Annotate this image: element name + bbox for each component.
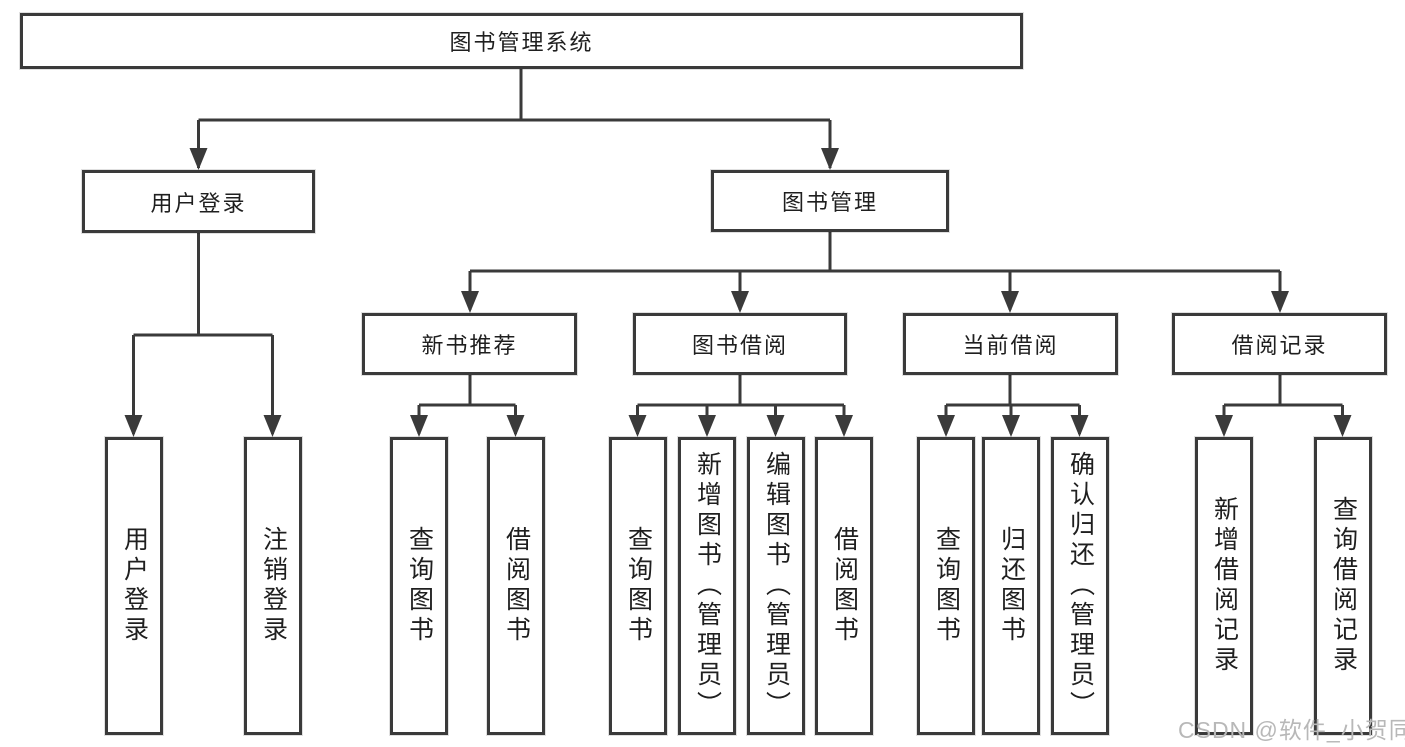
leaf-bb-add-books-admin: 新增图书（管理员） xyxy=(678,437,736,735)
leaf-nbr-borrow-books: 借阅图书 xyxy=(487,437,545,735)
node-root-library-system: 图书管理系统 xyxy=(20,13,1023,69)
leaf-br-add-borrow-record: 新增借阅记录 xyxy=(1195,437,1253,735)
node-book-borrowing: 图书借阅 xyxy=(633,313,847,375)
node-label: 图书管理系统 xyxy=(449,30,594,55)
watermark: CSDN @软件_小贺同学 xyxy=(1178,717,1405,743)
node-label: 归还图书 xyxy=(997,526,1026,646)
node-label: 借阅记录 xyxy=(1231,333,1328,358)
node-label: 用户登录 xyxy=(120,526,149,646)
node-label: 查询图书 xyxy=(932,526,961,646)
node-book-management: 图书管理 xyxy=(711,170,949,232)
leaf-nbr-query-books: 查询图书 xyxy=(390,437,448,735)
node-label: 新书推荐 xyxy=(421,333,518,358)
leaf-br-query-borrow-record: 查询借阅记录 xyxy=(1314,437,1372,735)
node-user-login: 用户登录 xyxy=(82,170,315,233)
node-borrowing-records: 借阅记录 xyxy=(1172,313,1387,375)
node-current-borrowing: 当前借阅 xyxy=(903,313,1118,375)
node-label: 查询借阅记录 xyxy=(1329,496,1358,676)
node-label: 注销登录 xyxy=(259,526,288,646)
leaf-cb-return-books: 归还图书 xyxy=(982,437,1040,735)
node-label: 编辑图书（管理员） xyxy=(762,451,791,721)
node-label: 新增图书（管理员） xyxy=(693,451,722,721)
node-label: 图书借阅 xyxy=(691,333,788,358)
node-label: 借阅图书 xyxy=(830,526,859,646)
node-new-book-recommendation: 新书推荐 xyxy=(362,313,577,375)
leaf-logout-login: 注销登录 xyxy=(244,437,302,735)
leaf-bb-query-books: 查询图书 xyxy=(609,437,667,735)
node-label: 当前借阅 xyxy=(962,333,1059,358)
node-label: 图书管理 xyxy=(781,190,878,215)
node-label: 查询图书 xyxy=(405,526,434,646)
node-label: 确认归还（管理员） xyxy=(1066,451,1095,721)
node-label: 查询图书 xyxy=(624,526,653,646)
node-label: 新增借阅记录 xyxy=(1210,496,1239,676)
leaf-bb-edit-books-admin: 编辑图书（管理员） xyxy=(747,437,805,735)
leaf-cb-confirm-return-admin: 确认归还（管理员） xyxy=(1051,437,1109,735)
leaf-bb-borrow-books: 借阅图书 xyxy=(815,437,873,735)
leaf-cb-query-books: 查询图书 xyxy=(917,437,975,735)
node-label: 用户登录 xyxy=(150,190,247,216)
leaf-user-login: 用户登录 xyxy=(105,437,163,735)
node-label: 借阅图书 xyxy=(502,526,531,646)
